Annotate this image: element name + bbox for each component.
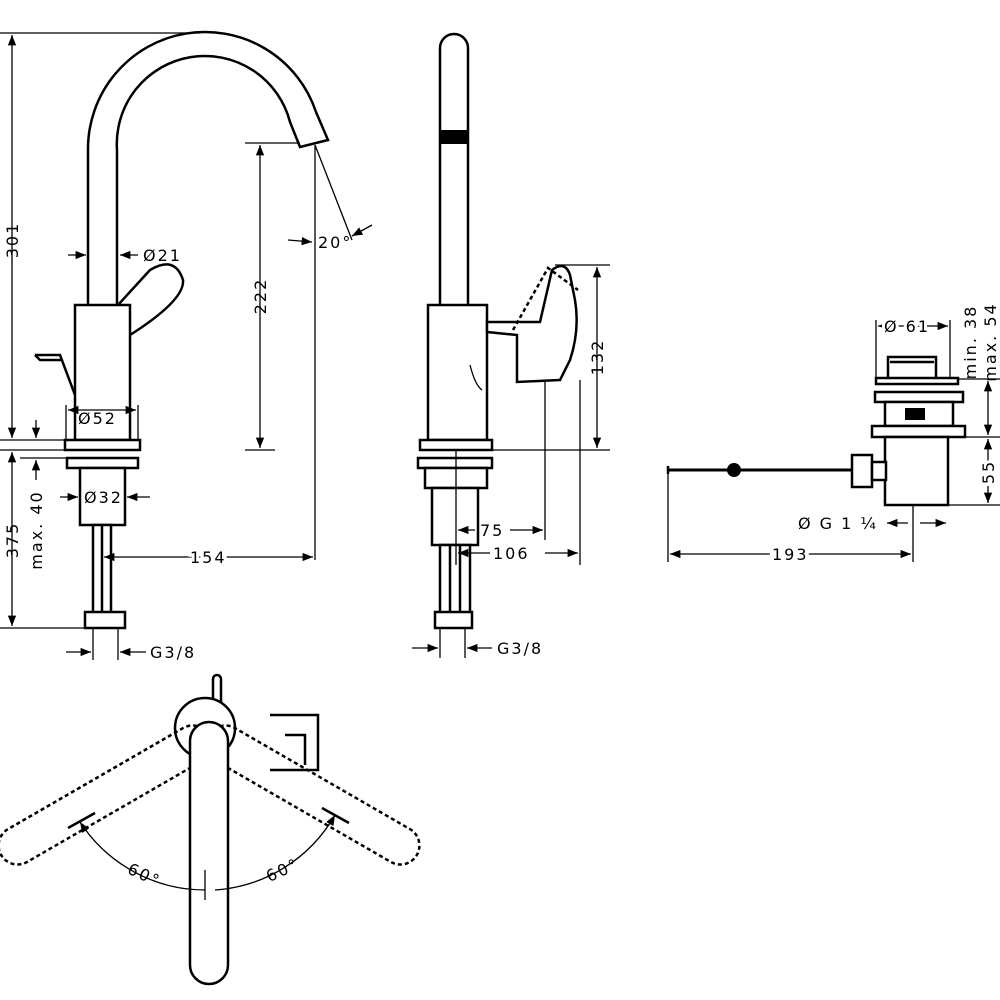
dim-min38: min. 38 [961,305,980,380]
dim-55: 55 [979,460,998,484]
dim-max54: max. 54 [981,302,1000,381]
dim-d52: Ø52 [78,409,117,428]
rod-nut [850,453,874,489]
waste-lower-flange [870,424,967,439]
dim-75: 75 [480,521,504,540]
dim-g38-front: G3/8 [150,643,196,662]
waste-tailpiece [883,435,950,507]
waste-view: Ø 61 min. 38 max. 54 55 Ø G 1 ¼ 193 [666,302,1000,568]
handle-tab [34,353,77,396]
dim-375: 375 [3,522,22,559]
gasket [65,456,140,470]
waste-cap [886,355,938,381]
side-base [418,438,494,452]
side-body [426,303,489,442]
waste-ring [873,390,965,404]
side-nut [433,610,474,630]
side-hoses [438,543,472,615]
dim-g38-side: G3/8 [497,639,543,658]
side-view: 132 75 106 G3/8 [412,32,610,658]
front-view: 301 375 max. 40 222 Ø21 20° Ø52 Ø32 154 … [0,30,373,662]
top-spout [188,720,230,986]
top-view: 60° 60° [0,673,421,986]
dim-g114: Ø G 1 ¼ [798,514,878,533]
dim-d32: Ø32 [84,488,123,507]
side-gasket [416,456,494,470]
rod-knob [727,463,741,477]
spout-tube [438,32,470,305]
aerator [441,130,467,144]
side-shank [430,486,480,547]
spout-right-position [205,724,421,866]
dim-154: 154 [190,548,227,567]
lever [117,263,185,337]
waste-flange [874,376,960,386]
dim-106: 106 [493,544,530,563]
angle-right: 60° [263,854,302,886]
dim-20deg: 20° [318,233,352,252]
dim-301: 301 [3,222,22,259]
nut [83,610,127,630]
dim-max40: max. 40 [27,490,46,569]
side-lever [485,264,578,384]
angle-left: 60° [125,859,164,891]
dim-d21: Ø21 [143,246,182,265]
dim-222: 222 [251,278,270,315]
dim-132: 132 [588,339,607,376]
base-plate [63,438,142,452]
dim-193: 193 [772,545,809,564]
waste-slot [905,408,925,420]
spout-outline [86,30,330,305]
dim-d61: Ø 61 [884,317,930,336]
shank [78,466,127,527]
